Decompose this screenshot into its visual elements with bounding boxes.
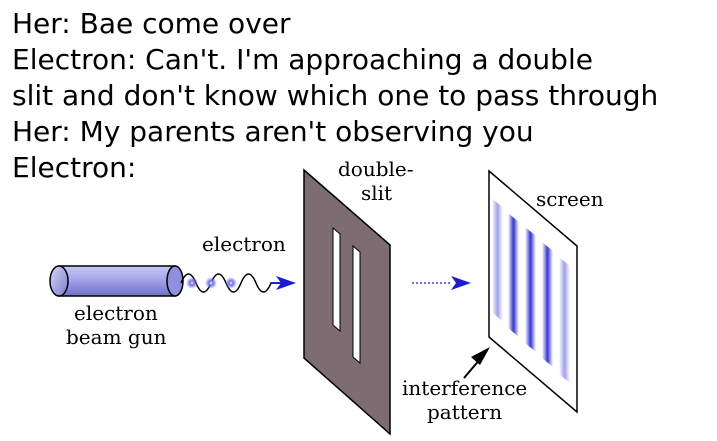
dotted-arrow	[412, 276, 471, 290]
label-slit-line-2: slit	[361, 181, 392, 205]
slit-opening-1	[332, 226, 341, 333]
label-pattern-line-1: interference	[402, 376, 527, 400]
label-slit-line-1: double-	[338, 157, 414, 181]
caption-line-3: slit and don't know which one to pass th…	[12, 79, 659, 112]
gun-body	[58, 265, 176, 297]
pattern-pointer	[463, 347, 490, 379]
fringe-2	[508, 213, 519, 337]
label-screen: screen	[536, 187, 604, 211]
label-pattern-line-2: pattern	[427, 400, 502, 424]
label-electron: electron	[202, 232, 286, 256]
electron-dot-1	[186, 277, 198, 289]
electron-dot-3	[225, 277, 237, 289]
pattern-pointer-head	[471, 347, 490, 365]
slit-opening-2	[352, 244, 361, 365]
detection-screen	[488, 169, 578, 414]
electron-beam-gun	[49, 265, 184, 297]
gun-back-cap	[49, 265, 69, 297]
caption-line-5: Electron:	[12, 151, 137, 184]
fringe-1	[492, 198, 503, 322]
double-slit-panel	[303, 168, 391, 436]
gun-nozzle	[166, 265, 184, 297]
fringe-3	[525, 227, 536, 352]
dotted-arrow-head	[451, 276, 471, 290]
caption-line-4: Her: My parents aren't observing you	[12, 115, 534, 148]
beam-arrow-head	[276, 276, 296, 290]
electron-wave	[180, 273, 296, 293]
label-gun-line-1: electron	[74, 301, 158, 325]
slit-panel-body	[303, 168, 391, 436]
fringe-4	[542, 242, 553, 367]
caption-line-1: Her: Bae come over	[12, 7, 291, 40]
caption-line-2: Electron: Can't. I'm approaching a doubl…	[12, 43, 593, 76]
label-gun-line-2: beam gun	[66, 325, 167, 349]
fringe-5	[559, 257, 570, 383]
caption: Her: Bae come over Electron: Can't. I'm …	[12, 6, 712, 186]
electron-dot-2	[205, 277, 217, 289]
